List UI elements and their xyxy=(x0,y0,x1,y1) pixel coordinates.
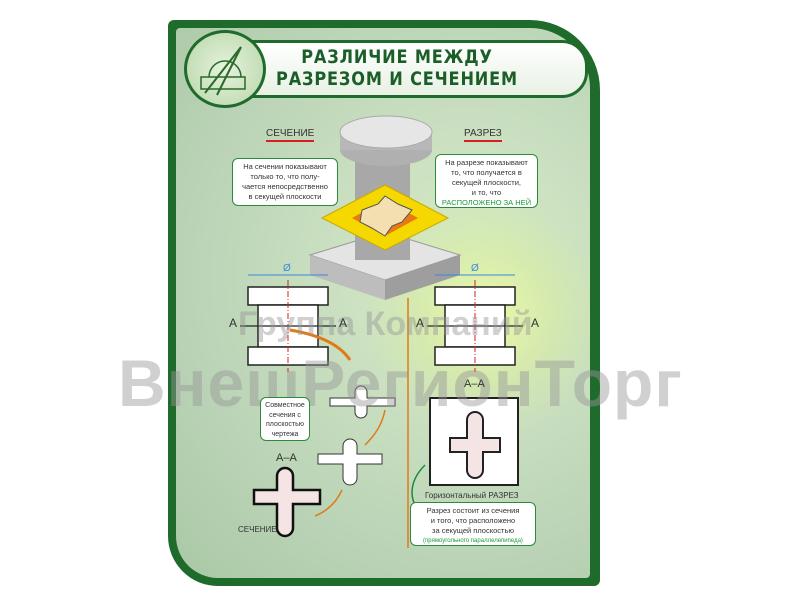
cross-section-rotated xyxy=(317,438,383,486)
isometric-part xyxy=(308,115,462,300)
watermark-line-1: Группа Компаний xyxy=(238,305,533,343)
cut-mark-left-1: A xyxy=(229,316,238,330)
front-view-left xyxy=(240,274,336,372)
horizontal-cut-label: Горизонтальный РАЗРЕЗ xyxy=(425,491,519,500)
cut-mark-right-2: A xyxy=(531,316,540,330)
cut-mark-left-2: A xyxy=(339,316,348,330)
diameter-right: Ø xyxy=(471,263,479,274)
front-view-right xyxy=(427,274,523,372)
diameter-left: Ø xyxy=(283,263,291,274)
section-view-label-right: А–А xyxy=(464,378,485,390)
cut-mark-right-1: A xyxy=(416,316,425,330)
title-line-2: РАЗРЕЗОМ И СЕЧЕНИЕМ xyxy=(276,68,518,90)
section-caption: СЕЧЕНИЕ xyxy=(238,525,277,534)
cross-section-oblique xyxy=(329,385,396,419)
cross-section-shape xyxy=(449,411,501,479)
drafting-compass-logo-icon xyxy=(184,30,266,108)
title-line-1: РАЗЛИЧИЕ МЕЖДУ xyxy=(301,46,493,68)
orange-arrow xyxy=(289,328,352,361)
cut-label: РАЗРЕЗ xyxy=(464,128,502,142)
title-banner: РАЗЛИЧИЕ МЕЖДУ РАЗРЕЗОМ И СЕЧЕНИЕМ xyxy=(206,40,588,98)
section-label: СЕЧЕНИЕ xyxy=(266,128,315,142)
title: РАЗЛИЧИЕ МЕЖДУ РАЗРЕЗОМ И СЕЧЕНИЕМ xyxy=(237,46,557,90)
watermark-line-2: ВнешРегионТорг xyxy=(118,346,683,420)
final-cross-section xyxy=(252,466,322,538)
section-view-label-left: А–А xyxy=(276,452,297,464)
